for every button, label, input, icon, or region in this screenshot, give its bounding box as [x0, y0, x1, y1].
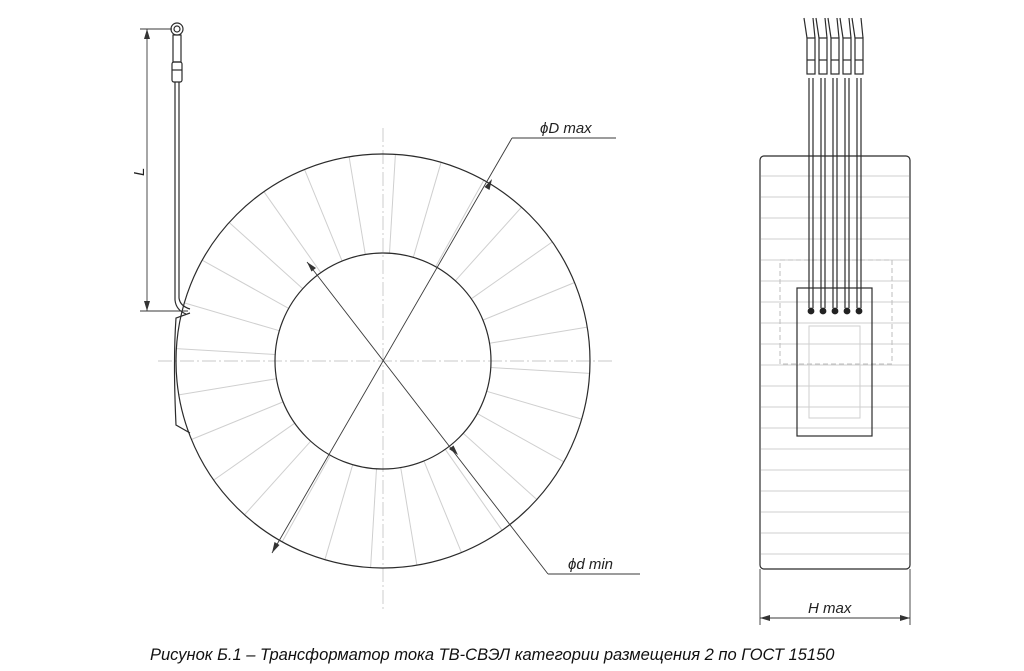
- side-body: [759, 155, 911, 570]
- lead-sleeve: [830, 37, 840, 75]
- winding-line: [423, 460, 462, 553]
- winding-line: [444, 449, 503, 531]
- outer-ring: [175, 153, 591, 569]
- inner-ring: [274, 252, 492, 470]
- lead-tip: [824, 17, 828, 39]
- winding-line: [176, 348, 276, 355]
- winding-line: [263, 191, 322, 273]
- terminal-dot: [855, 307, 863, 315]
- ring-terminal-icon: [170, 22, 184, 36]
- terminal-dot: [807, 307, 815, 315]
- winding-line: [370, 468, 377, 568]
- terminal-leads: [803, 17, 864, 315]
- winding-line: [454, 206, 522, 282]
- winding-line: [400, 467, 418, 566]
- lead-tip: [860, 17, 864, 39]
- lead-plate: [173, 312, 191, 434]
- lead-sleeve: [854, 37, 864, 75]
- side-dashed-outline: [779, 259, 893, 365]
- terminal-label-area: [808, 325, 861, 419]
- lead-sleeve: [818, 37, 828, 75]
- dimension-d: [306, 261, 640, 575]
- lead-tip: [836, 17, 840, 39]
- winding-line: [201, 259, 289, 309]
- dimension-H: [759, 569, 911, 625]
- winding-line: [178, 378, 277, 396]
- dimension-L: [140, 28, 188, 312]
- winding-line: [471, 241, 553, 300]
- lead-tip: [803, 17, 808, 39]
- label-h-max: H max: [808, 600, 852, 617]
- terminal-dot: [819, 307, 827, 315]
- lead-tip: [851, 17, 856, 39]
- winding-line: [228, 222, 304, 290]
- winding-line: [348, 156, 366, 255]
- figure-caption: Рисунок Б.1 – Трансформатор тока ТВ-СВЭЛ…: [150, 646, 835, 664]
- lead-tip: [827, 17, 832, 39]
- lead-sleeve: [806, 37, 816, 75]
- winding-line: [462, 432, 538, 500]
- side-winding-lines: [761, 175, 909, 555]
- label-d-min: ϕd min: [568, 556, 613, 573]
- winding-line: [281, 455, 331, 543]
- winding-line: [389, 154, 396, 254]
- winding-line: [244, 440, 312, 516]
- winding-line: [489, 326, 588, 344]
- side-view: H max: [759, 17, 911, 625]
- winding-line: [213, 422, 295, 481]
- lead-sleeve: [842, 37, 852, 75]
- lead-tip: [815, 17, 820, 39]
- dimension-D: [271, 137, 616, 554]
- terminal-block: [796, 287, 873, 437]
- winding-line: [482, 282, 575, 321]
- lead-tip: [839, 17, 844, 39]
- winding-line: [184, 302, 280, 332]
- winding-lines: [176, 154, 590, 568]
- winding-line: [486, 390, 582, 420]
- winding-line: [435, 179, 485, 267]
- winding-line: [477, 413, 565, 463]
- winding-line: [490, 367, 590, 374]
- lead-tip: [812, 17, 816, 39]
- terminal-dot: [843, 307, 851, 315]
- transformer-drawing: ϕD max ϕd min L H max: [131, 17, 911, 625]
- lead-wire: [170, 22, 191, 315]
- winding-line: [324, 464, 354, 560]
- label-length: L: [131, 168, 148, 176]
- lead-tip: [848, 17, 852, 39]
- winding-line: [304, 169, 343, 262]
- winding-line: [412, 162, 442, 258]
- front-view: ϕD max ϕd min L: [131, 22, 640, 612]
- winding-line: [191, 401, 284, 440]
- terminal-dot: [831, 307, 839, 315]
- label-d-max: ϕD max: [540, 120, 592, 137]
